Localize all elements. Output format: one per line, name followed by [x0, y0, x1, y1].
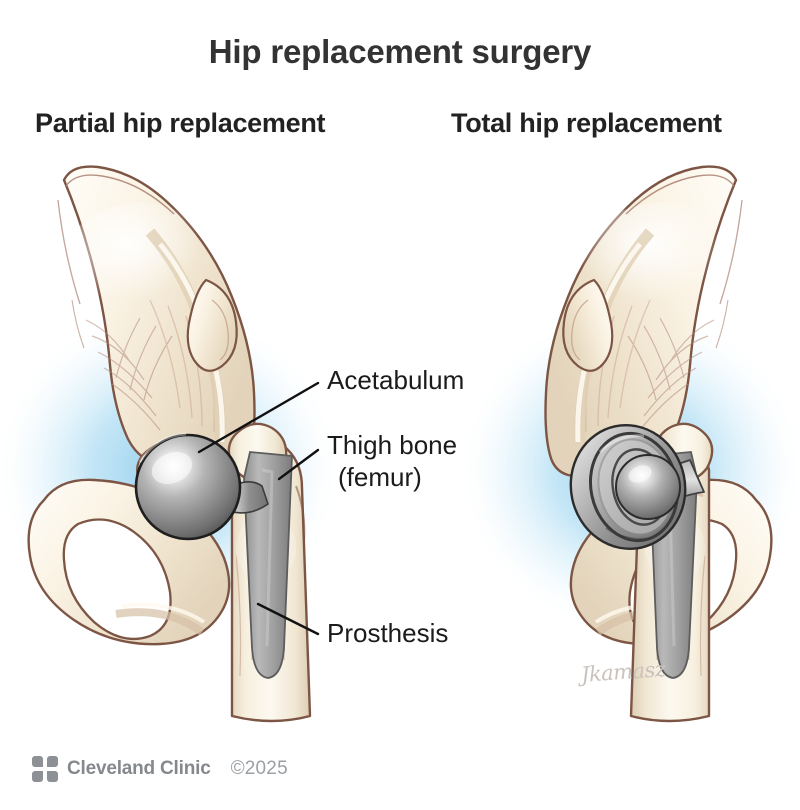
- callout-leader-lines: [197, 381, 320, 636]
- leader-line-acetabulum: [197, 381, 320, 454]
- heading-partial-hip: Partial hip replacement: [35, 108, 326, 138]
- page-title: Hip replacement surgery: [208, 33, 592, 70]
- left-femoral-head-ball: [134, 432, 269, 541]
- cleveland-clinic-logo-icon: [32, 756, 58, 782]
- copyright-text: ©2025: [230, 758, 288, 779]
- heading-total-hip: Total hip replacement: [451, 108, 722, 138]
- right-hip-illustration: [544, 165, 773, 723]
- leader-line-prosthesis: [256, 602, 320, 636]
- left-pelvis: [27, 165, 256, 646]
- footer-attribution: Cleveland Clinic ©2025: [32, 756, 288, 782]
- callout-label-femur: (femur): [338, 462, 422, 492]
- leader-line-thigh-bone: [277, 448, 320, 481]
- callout-label-acetabulum: Acetabulum: [327, 365, 465, 395]
- callout-label-prosthesis: Prosthesis: [327, 618, 449, 648]
- callout-label-thigh-bone: Thigh bone: [327, 430, 458, 460]
- left-hip-illustration: [27, 165, 312, 723]
- right-acetabular-cup: [569, 424, 687, 550]
- brand-name: Cleveland Clinic: [67, 758, 211, 779]
